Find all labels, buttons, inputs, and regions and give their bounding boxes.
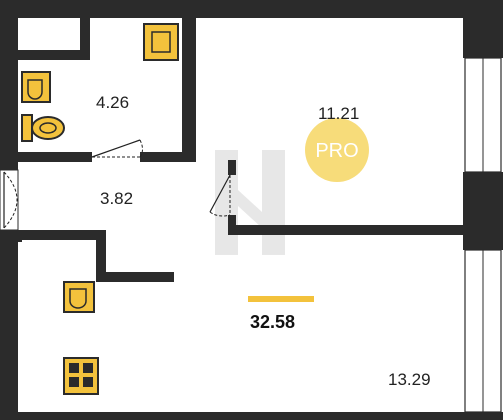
- window-upper: [464, 57, 502, 173]
- sink-icon: [21, 71, 51, 103]
- bedroom-door-icon: [209, 174, 231, 217]
- kitchen-sink-icon: [63, 281, 95, 313]
- total-area-bar: [248, 296, 314, 302]
- hallway-area: 3.82: [100, 189, 133, 208]
- shower-icon: [143, 23, 179, 61]
- window-lower: [464, 249, 502, 413]
- pro-badge-text: PRO: [315, 140, 358, 162]
- bathroom-area: 4.26: [96, 93, 129, 112]
- door-swing-icon: [91, 139, 143, 158]
- living-area: 13.29: [388, 370, 431, 389]
- entrance-door-icon: [0, 169, 19, 231]
- stove-icon: [63, 357, 99, 395]
- toilet-icon: [21, 114, 65, 142]
- bedroom-area: 11.21: [318, 104, 359, 123]
- total-area: 32.58: [250, 312, 295, 332]
- watermark-logo: [215, 150, 285, 255]
- pro-badge: PRO: [305, 118, 369, 182]
